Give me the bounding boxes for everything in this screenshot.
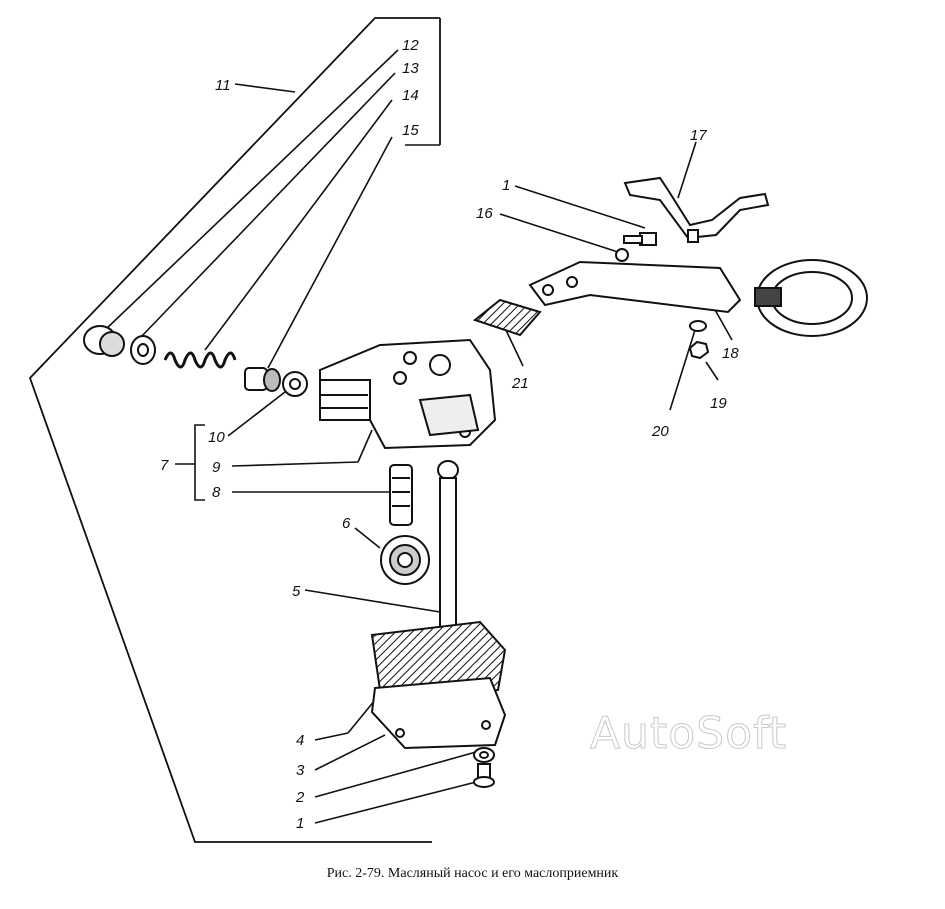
leader-13 [139, 72, 396, 339]
callout-17: 17 [690, 127, 707, 144]
callout-10: 10 [208, 429, 225, 446]
callout-20: 20 [651, 423, 669, 440]
leader-1b [514, 185, 646, 229]
flange-gasket [472, 298, 542, 337]
leader-21 [504, 327, 524, 367]
leader-20 [669, 329, 696, 411]
callout-8: 8 [212, 484, 221, 501]
callout-14: 14 [402, 87, 419, 104]
leader-9b [357, 429, 373, 463]
bolt-washer [615, 232, 657, 262]
callout-3: 3 [296, 762, 305, 779]
leader-17 [677, 141, 697, 199]
pump-body [319, 338, 497, 450]
bracket-11 [28, 17, 440, 843]
leader-9 [231, 461, 359, 467]
gasket-and-cover [370, 620, 507, 750]
leader-1a [314, 779, 485, 824]
callout-7: 7 [160, 457, 169, 474]
part-spring [163, 351, 237, 369]
part-valve [244, 367, 308, 397]
bracket-7 [194, 424, 205, 501]
callout-1-top: 1 [502, 177, 510, 194]
leader-14 [204, 99, 393, 351]
mount-bracket [623, 176, 770, 243]
nut-washer [688, 320, 710, 360]
callout-11: 11 [215, 77, 231, 94]
callout-9: 9 [212, 459, 221, 476]
callout-5: 5 [292, 583, 301, 600]
callout-2: 2 [295, 789, 305, 806]
leader-3 [314, 734, 386, 771]
callout-1-bottom: 1 [296, 815, 304, 832]
leader-11 [234, 83, 296, 93]
callout-12: 12 [402, 37, 419, 54]
oil-intake [528, 259, 868, 337]
callout-6: 6 [342, 515, 351, 532]
callout-16: 16 [476, 205, 493, 222]
leader-2 [314, 751, 477, 798]
figure-caption: Рис. 2-79. Масляный насос и его маслопри… [326, 866, 619, 881]
callout-18: 18 [722, 345, 739, 362]
callout-13: 13 [402, 60, 419, 77]
leader-12 [104, 49, 399, 331]
callout-21: 21 [511, 375, 529, 392]
leader-16 [499, 213, 619, 253]
leader-4b [347, 699, 376, 734]
part-plug [83, 325, 156, 365]
leader-19 [705, 361, 719, 381]
leader-6 [354, 527, 381, 549]
leader-5 [304, 589, 441, 613]
leader-15 [267, 136, 393, 369]
callout-4: 4 [296, 732, 304, 749]
callout-19: 19 [710, 395, 727, 412]
callout-15: 15 [402, 122, 419, 139]
drive-shaft [389, 464, 413, 526]
leader-4 [314, 732, 349, 741]
driven-gear [380, 535, 430, 585]
washer-screw [473, 747, 495, 788]
leader-10 [227, 391, 286, 437]
watermark: AutoSoft [590, 708, 787, 760]
